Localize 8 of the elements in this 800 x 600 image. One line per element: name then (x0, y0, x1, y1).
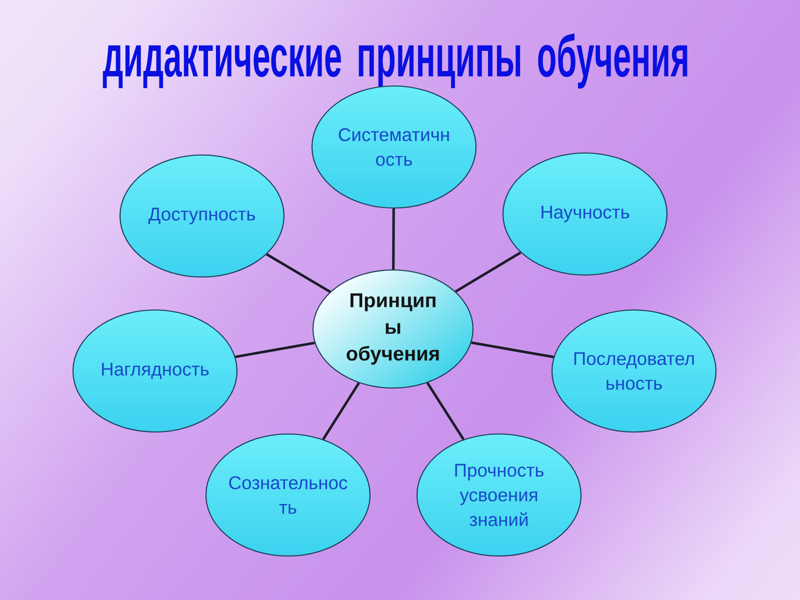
connector-line (426, 382, 465, 440)
connector-line (392, 208, 395, 270)
connector-line (235, 342, 315, 358)
connector-line (471, 341, 554, 358)
connector-line (322, 382, 360, 440)
central-oval: Принцип ы обучения (312, 269, 474, 389)
connector-line (266, 253, 331, 293)
connector-line (454, 251, 522, 293)
